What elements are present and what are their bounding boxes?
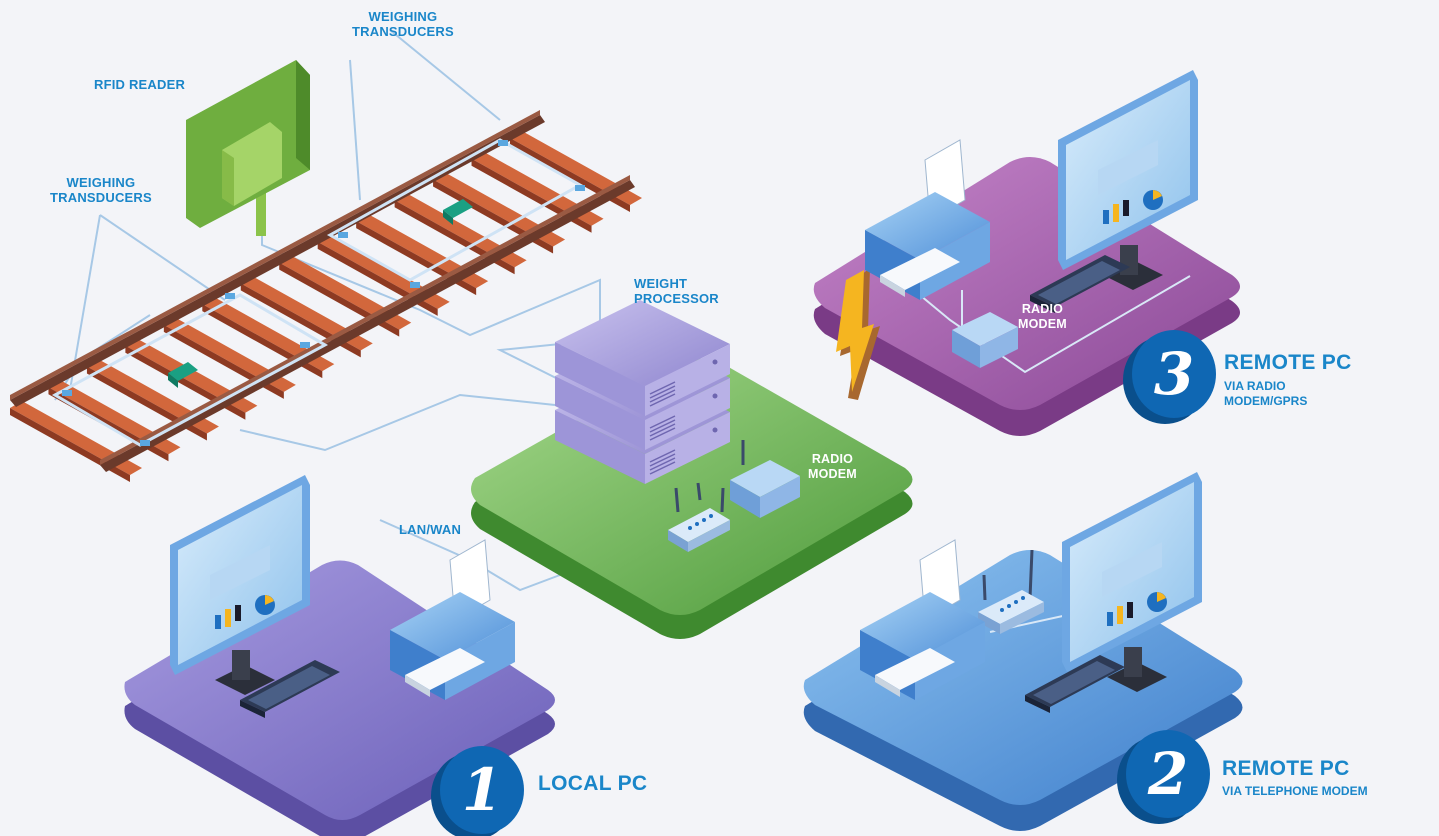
router-icon-remote-2 (978, 549, 1044, 634)
printer (390, 539, 515, 700)
monitors (170, 70, 1202, 695)
weighing-sensor-boxes (168, 199, 473, 388)
sleeper (279, 255, 412, 337)
network-cables (54, 29, 601, 592)
station-3-title: REMOTE PC (1224, 351, 1352, 374)
sleeper (163, 317, 296, 399)
weight-processor-label: WEIGHT PROCESSOR (634, 276, 719, 306)
station-1-badge: 1 (440, 746, 524, 834)
server-unit (555, 300, 730, 416)
sleeper (471, 151, 604, 233)
lan-wan-label: LAN/WAN (399, 522, 462, 537)
station-2-title: REMOTE PC (1222, 757, 1350, 780)
radio-modem-remote-label: RADIO MODEM (1018, 302, 1067, 331)
weighing-transducers-top-label: WEIGHING TRANSDUCERS (352, 9, 454, 39)
weight-processor-server (555, 300, 730, 484)
station-1-title: LOCAL PC (538, 772, 648, 795)
railway-track (10, 110, 642, 482)
keyboard (240, 660, 340, 718)
printer (865, 139, 990, 300)
radio-modem-center (730, 440, 800, 518)
keyboard (1030, 255, 1130, 313)
station-2-badge: 2 (1126, 730, 1210, 818)
monitor (1062, 472, 1202, 692)
radio-modem-center-label: RADIO MODEM (808, 452, 857, 481)
sleeper (510, 131, 642, 212)
station-3-badge: 3 (1132, 330, 1216, 418)
printer (860, 539, 985, 700)
station-2-subtitle: VIA TELEPHONE MODEM (1222, 784, 1368, 798)
monitor (1058, 70, 1198, 290)
peripherals (240, 139, 1130, 718)
sleeper (10, 401, 142, 482)
rfid-reader (186, 60, 310, 236)
sleeper (356, 214, 489, 296)
monitor (170, 475, 310, 695)
rfid-reader-label: RFID READER (94, 77, 186, 92)
radio-modem-remote-3 (952, 312, 1018, 368)
weighing-transducers-left-label: WEIGHING TRANSDUCERS (50, 175, 152, 205)
router-icon-center (668, 482, 730, 552)
sleeper (125, 338, 258, 420)
station-3-subtitle: VIA RADIO MODEM/GPRS (1224, 379, 1308, 408)
sleeper (86, 359, 219, 441)
keyboard (1025, 655, 1125, 713)
lightning-bolt-icon (836, 268, 880, 400)
transducer-clamps (62, 140, 585, 446)
